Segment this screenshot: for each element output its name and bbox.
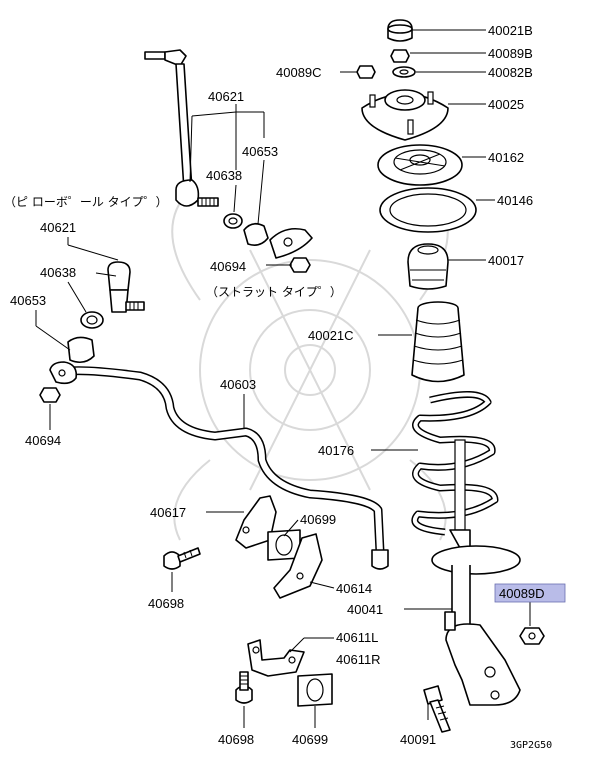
label-40041[interactable]: 40041 <box>347 602 383 617</box>
label-40699-upper[interactable]: 40699 <box>300 512 336 527</box>
label-40638-lower[interactable]: 40638 <box>40 265 76 280</box>
part-40025-mount <box>361 89 449 141</box>
label-40611r[interactable]: 40611R <box>336 652 381 667</box>
diagram-code: 3GP2G50 <box>510 740 552 751</box>
label-40653-upper[interactable]: 40653 <box>242 144 278 159</box>
label-40089d[interactable]: 40089D <box>499 586 545 601</box>
label-40694-upper[interactable]: 40694 <box>210 259 246 274</box>
type-notes: （ピ ローボ゜ール タイプ゜） （ストラット タイプ゜） <box>4 195 342 299</box>
part-piston-rod <box>454 439 466 531</box>
part-40021c-dust-boot <box>411 301 465 383</box>
label-40176[interactable]: 40176 <box>318 443 354 458</box>
label-40621-lower[interactable]: 40621 <box>40 220 76 235</box>
part-40021b-cap <box>387 19 413 42</box>
part-40041-strut <box>431 529 521 706</box>
highlight-box-40089d <box>494 583 566 603</box>
label-40698-upper[interactable]: 40698 <box>148 596 184 611</box>
part-40617-bracket <box>235 495 277 549</box>
part-40091-bolt <box>423 685 451 733</box>
label-40699-lower[interactable]: 40699 <box>292 732 328 747</box>
leader-lines <box>35 29 531 728</box>
part-40611-bracket <box>247 639 305 677</box>
label-40617[interactable]: 40617 <box>150 505 186 520</box>
part-40694b-nut <box>39 387 61 403</box>
label-40162[interactable]: 40162 <box>488 150 524 165</box>
note-pillow-ball-type: （ピ ローボ゜ール タイプ゜） <box>4 195 168 209</box>
part-40653a-cup <box>243 222 269 246</box>
label-40025[interactable]: 40025 <box>488 97 524 112</box>
label-40614[interactable]: 40614 <box>336 581 372 596</box>
part-40621-stabilizer-link <box>144 49 219 207</box>
part-40082b-washer <box>392 66 416 78</box>
label-40611l[interactable]: 40611L <box>336 630 378 645</box>
label-40082b[interactable]: 40082B <box>488 65 533 80</box>
label-40146[interactable]: 40146 <box>497 193 533 208</box>
label-40653-lower[interactable]: 40653 <box>10 293 46 308</box>
part-40089d-nut <box>519 627 545 645</box>
watermark-emblem <box>171 189 449 541</box>
label-40638-upper[interactable]: 40638 <box>206 168 242 183</box>
part-40603-stabilizer-bar <box>49 361 389 570</box>
part-pillow-ball-link <box>107 261 145 313</box>
label-40089b[interactable]: 40089B <box>488 46 533 61</box>
part-40162-bearing <box>377 144 463 186</box>
part-40638b-ring <box>80 311 104 329</box>
label-40621-upper[interactable]: 40621 <box>208 89 244 104</box>
part-40638a-ring <box>223 213 243 229</box>
part-labels: 40021B 40089B 40089C 40082B 40025 40162 … <box>10 23 566 747</box>
label-40698-lower[interactable]: 40698 <box>218 732 254 747</box>
label-40091[interactable]: 40091 <box>400 732 436 747</box>
part-40017-bump-stopper <box>407 243 449 290</box>
label-40017[interactable]: 40017 <box>488 253 524 268</box>
part-40694a-nut <box>289 257 311 273</box>
label-40021c[interactable]: 40021C <box>308 328 354 343</box>
part-40146-ring <box>379 187 477 233</box>
note-strut-type: （ストラット タイプ゜） <box>206 285 342 299</box>
part-40089b-nut <box>390 49 410 63</box>
label-40694-lower[interactable]: 40694 <box>25 433 61 448</box>
part-40698b-bolt <box>235 671 253 704</box>
part-40699b-bushing <box>297 673 333 707</box>
part-40698a-bolt <box>163 547 201 570</box>
label-40021b[interactable]: 40021B <box>488 23 533 38</box>
label-40089c[interactable]: 40089C <box>276 65 322 80</box>
label-40603[interactable]: 40603 <box>220 377 256 392</box>
part-40653b-cup <box>67 336 95 364</box>
part-40089c-nut <box>356 65 376 79</box>
part-strut-bracket <box>269 227 313 259</box>
